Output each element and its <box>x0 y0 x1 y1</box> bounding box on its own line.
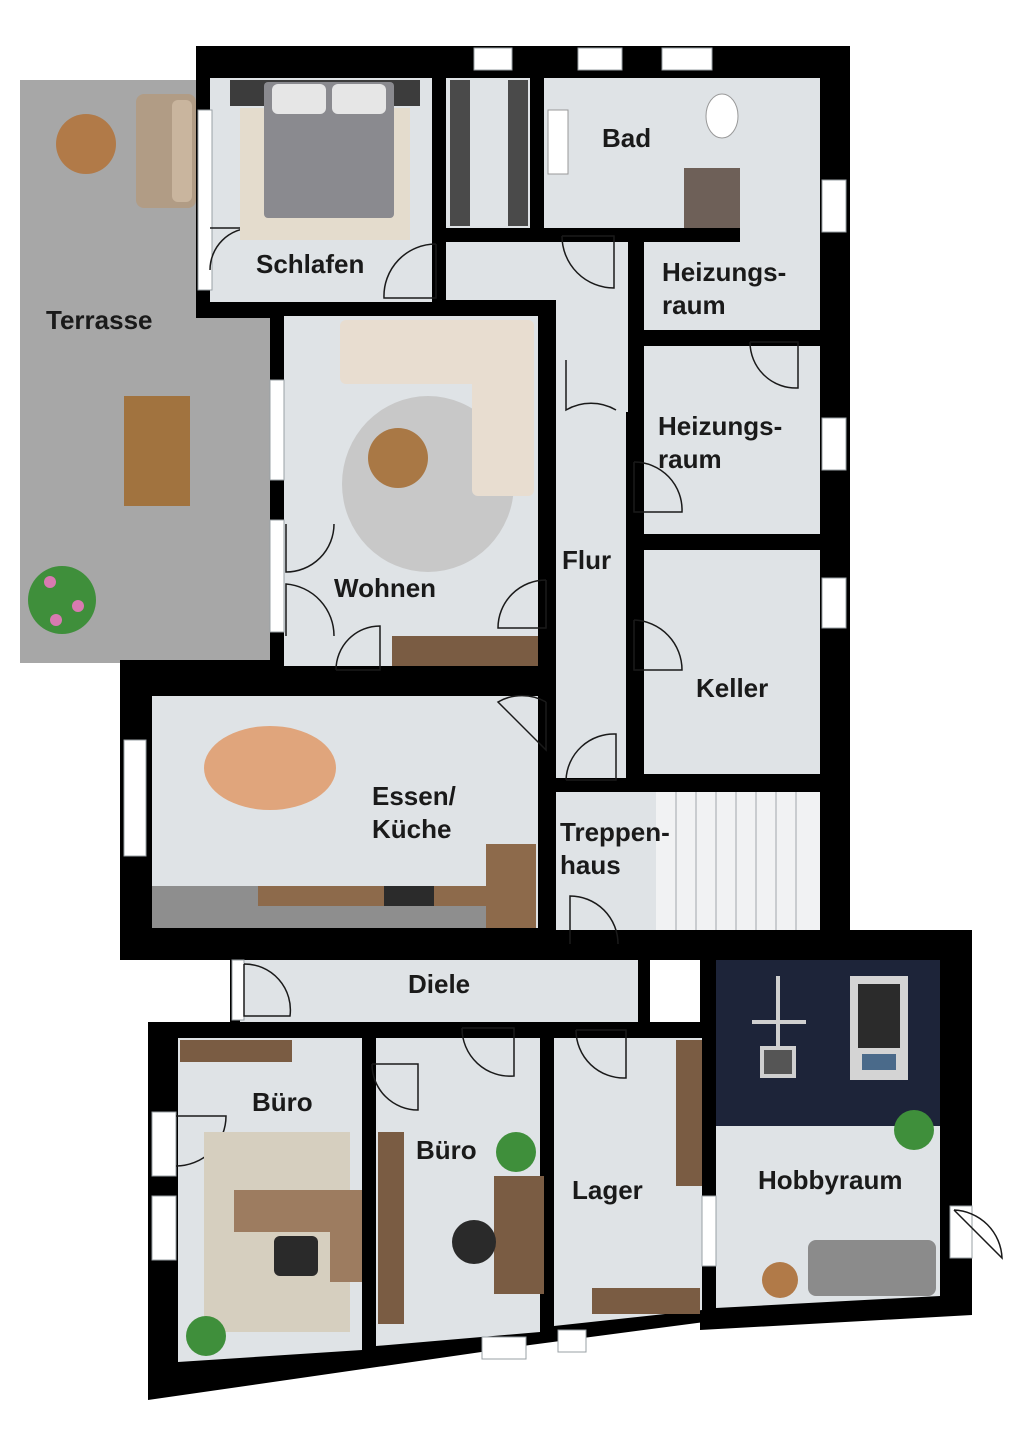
sofa-icon <box>808 1240 936 1296</box>
plant-icon <box>186 1316 226 1356</box>
round-table-icon <box>56 114 116 174</box>
diele-floor <box>240 960 638 1022</box>
round-table-icon <box>368 428 428 488</box>
flur-floor <box>556 412 626 778</box>
shelf-icon <box>592 1288 700 1314</box>
stove-icon <box>384 886 434 906</box>
plant-icon <box>496 1132 536 1172</box>
sofa-icon <box>136 94 196 208</box>
shower-icon <box>684 168 740 228</box>
stairs-icon <box>656 792 820 930</box>
shelf-icon <box>676 1040 702 1186</box>
office-chair-icon <box>452 1220 496 1264</box>
round-table-icon <box>762 1262 798 1298</box>
treadmill-icon <box>850 976 908 1080</box>
bed-icon <box>264 82 394 218</box>
lager-floor <box>554 1038 702 1326</box>
weight-machine-icon <box>752 976 806 1078</box>
windows <box>123 47 973 1360</box>
plant-icon <box>28 566 96 634</box>
plant-icon <box>894 1110 934 1150</box>
desk-icon <box>494 1176 544 1294</box>
shelf-icon <box>378 1132 404 1324</box>
sideboard-icon <box>392 636 538 666</box>
heizung2-floor <box>644 346 820 534</box>
heizung1-floor <box>644 242 820 330</box>
keller-floor <box>644 550 820 774</box>
dining-table-icon <box>124 396 190 506</box>
washbasin-icon <box>547 109 569 175</box>
shelf-icon <box>180 1040 292 1062</box>
door-swings <box>175 227 1003 1260</box>
sectional-sofa-icon <box>340 320 534 496</box>
dining-table-icon <box>204 726 336 810</box>
toilet-icon <box>705 93 739 139</box>
office-chair-icon <box>274 1236 318 1276</box>
